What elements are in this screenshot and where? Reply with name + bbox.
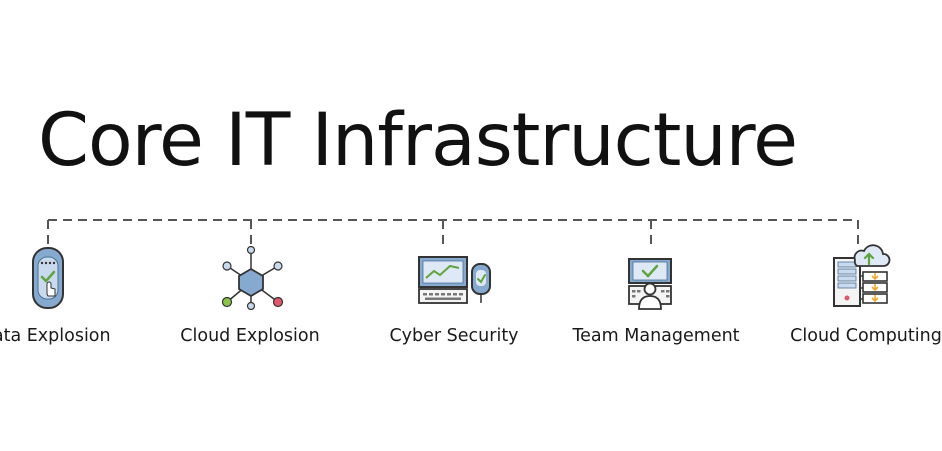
cloud-server-icon (833, 244, 891, 307)
network-hub-icon (221, 246, 284, 310)
label-cloud-explosion: Cloud Explosion (180, 326, 320, 346)
touch-device-icon (32, 247, 64, 309)
secure-computer-icon (418, 256, 491, 304)
label-cyber-security: Cyber Security (389, 326, 519, 346)
page-title: Core IT Infrastructure (38, 98, 798, 183)
label-cloud-computing: Cloud Computing (790, 326, 942, 346)
label-team-management: Team Management (572, 326, 740, 346)
team-workstation-icon (628, 258, 672, 310)
label-data-explosion: Data Explosion (0, 326, 111, 346)
